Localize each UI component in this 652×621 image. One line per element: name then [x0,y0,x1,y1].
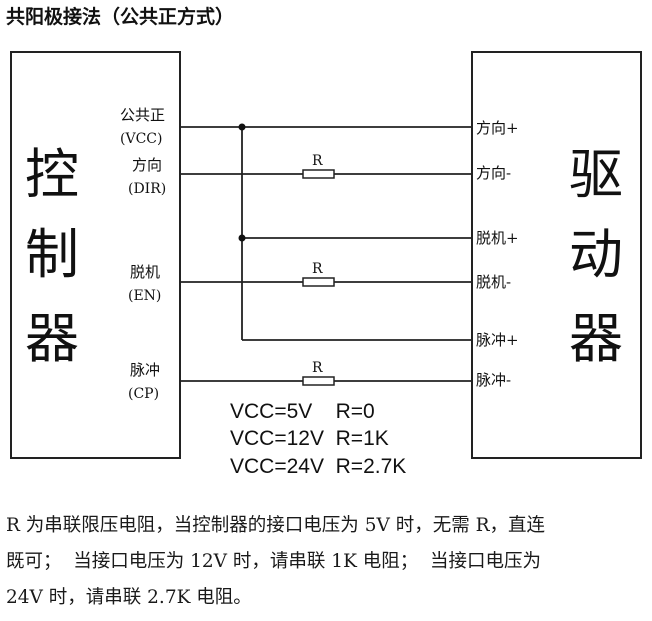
pin-en-sub: (EN) [128,288,161,304]
vcc-24v-row: VCC=24V R=2.7K [230,455,406,478]
note-line-2: 既可； 当接口电压为 12V 时，请串联 1K 电阻； 当接口电压为 [6,551,542,572]
driver-char-1: 驱 [569,143,623,206]
pin-en-plus: 脱机+ [476,229,519,247]
pin-vcc-sub: (VCC) [120,131,162,147]
driver-char-2: 动 [569,223,623,286]
pin-en-minus: 脱机- [476,273,511,291]
controller-box [10,51,181,459]
vcc-5v-row: VCC=5V R=0 [230,400,375,423]
wiring-diagram: 控 制 器 驱 动 器 公共正 (VCC) 方向 (DIR) 脱机 (EN) 脉… [10,51,642,478]
resistor-note: R 为串联限压电阻，当控制器的接口电压为 5V 时，无需 R，直连 既可； 当接… [6,508,646,616]
vcc-12v-row: VCC=12V R=1K [230,427,389,450]
resistor-cp [302,376,335,386]
pin-cp-sub: (CP) [128,386,159,402]
resistor-cp-label: R [312,360,323,376]
note-line-3: 24V 时，请串联 2.7K 电阻。 [6,587,252,608]
pin-dir-minus: 方向- [476,164,511,182]
pin-cp-plus: 脉冲+ [476,331,519,349]
diagram-title: 共阳极接法（公共正方式） [6,6,235,28]
controller-char-2: 制 [25,223,79,286]
controller-char-1: 控 [25,143,79,206]
pin-dir-name: 方向 [132,156,162,174]
driver-char-3: 器 [569,307,623,370]
pin-dir-sub: (DIR) [128,181,166,197]
resistor-dir-label: R [312,153,323,169]
junction-dot-en [238,234,246,242]
pin-en-name: 脱机 [130,263,160,281]
pin-dir-plus: 方向+ [476,119,519,137]
resistor-en-label: R [312,261,323,277]
controller-char-3: 器 [25,307,79,370]
driver-box [471,51,642,459]
pin-cp-name: 脉冲 [130,361,160,379]
resistor-en [302,277,335,287]
junction-dot-vcc [238,123,246,131]
resistor-dir [302,169,335,179]
note-line-1: R 为串联限压电阻，当控制器的接口电压为 5V 时，无需 R，直连 [6,515,546,536]
pin-vcc-name: 公共正 [120,106,165,124]
pin-cp-minus: 脉冲- [476,371,511,389]
